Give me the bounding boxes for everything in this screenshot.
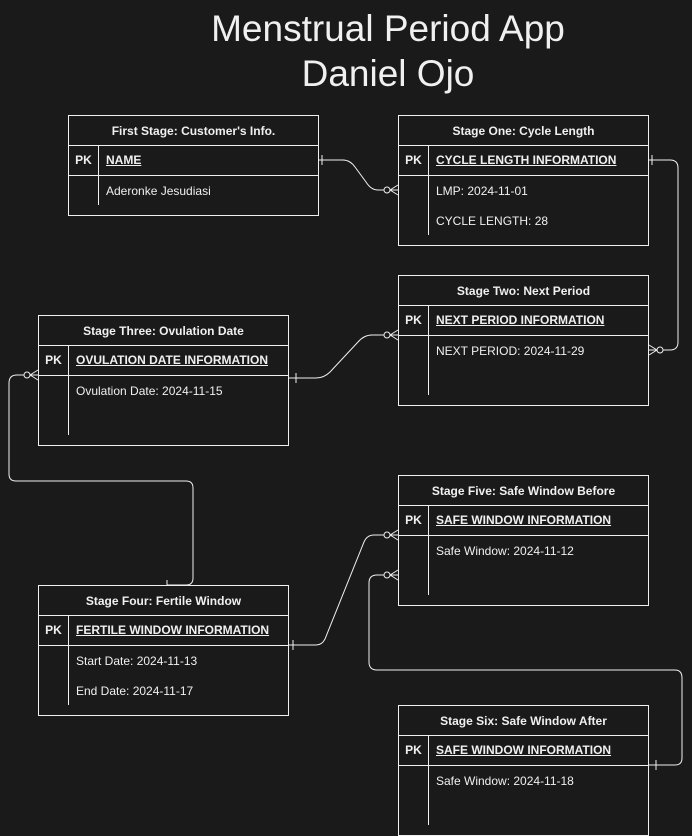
pk-field-name: SAFE WINDOW INFORMATION <box>436 513 612 527</box>
pk-field-name: OVULATION DATE INFORMATION <box>76 353 268 367</box>
pk-label: PK <box>399 506 429 535</box>
link-stage-three-stage-two-crow-foot <box>389 329 399 341</box>
entity-header: Stage Five: Safe Window Before <box>399 476 648 506</box>
attribute-safe-window: Safe Window: 2024-11-18 <box>436 774 574 788</box>
entity-primary-key-row: PK NEXT PERIOD INFORMATION <box>399 306 648 336</box>
link-customer-stage-one <box>318 159 398 191</box>
entity-stage-four-fertile-window[interactable]: Stage Four: Fertile Window PK FERTILE WI… <box>38 585 289 716</box>
link-stage-three-stage-two <box>288 334 398 379</box>
entity-stage-three-ovulation-date[interactable]: Stage Three: Ovulation Date PK OVULATION… <box>38 315 289 446</box>
diagram-title: Menstrual Period App Daniel Ojo <box>0 6 692 96</box>
attribute-start-date: Start Date: 2024-11-13 <box>76 654 198 668</box>
entity-header: First Stage: Customer's Info. <box>69 116 318 146</box>
entity-stage-one-cycle-length[interactable]: Stage One: Cycle Length PK CYCLE LENGTH … <box>398 115 649 246</box>
entity-customer-info[interactable]: First Stage: Customer's Info. PK NAME Ad… <box>68 115 319 216</box>
attribute-ovulation-date: Ovulation Date: 2024-11-15 <box>76 384 223 398</box>
attribute-next-period: NEXT PERIOD: 2024-11-29 <box>436 344 585 358</box>
link-stage-four-stage-three <box>8 374 194 586</box>
entity-attributes: Safe Window: 2024-11-18 <box>399 766 648 825</box>
link-stage-one-stage-two-crow-foot <box>648 344 658 356</box>
link-stage-four-stage-three-crow-foot <box>29 369 39 381</box>
pk-label: PK <box>399 146 429 175</box>
entity-attributes: Start Date: 2024-11-13 End Date: 2024-11… <box>39 646 288 706</box>
attribute-end-date: End Date: 2024-11-17 <box>76 684 194 698</box>
entity-primary-key-row: PK SAFE WINDOW INFORMATION <box>399 506 648 536</box>
entity-header: Stage Four: Fertile Window <box>39 586 288 616</box>
entity-header: Stage Six: Safe Window After <box>399 706 648 736</box>
title-author: Daniel Ojo <box>301 53 475 94</box>
entity-attributes: LMP: 2024-11-01 CYCLE LENGTH: 28 <box>399 176 648 236</box>
pk-label: PK <box>399 306 429 335</box>
link-stage-one-stage-two <box>648 159 679 351</box>
link-stage-six-stage-five-crow-foot <box>389 569 399 581</box>
entity-header: Stage Three: Ovulation Date <box>39 316 288 346</box>
link-stage-three-stage-two-zero-mark <box>383 331 391 339</box>
entity-attributes: Ovulation Date: 2024-11-15 <box>39 376 288 435</box>
entity-primary-key-row: PK SAFE WINDOW INFORMATION <box>399 736 648 766</box>
pk-field-name: NEXT PERIOD INFORMATION <box>436 313 605 327</box>
attribute-safe-window: Safe Window: 2024-11-12 <box>436 544 574 558</box>
pk-label: PK <box>69 146 99 175</box>
entity-primary-key-row: PK FERTILE WINDOW INFORMATION <box>39 616 288 646</box>
pk-field-name: FERTILE WINDOW INFORMATION <box>76 623 270 637</box>
attribute-cycle-length: CYCLE LENGTH: 28 <box>436 214 549 228</box>
link-stage-four-stage-three-zero-mark <box>23 371 31 379</box>
entity-primary-key-row: PK OVULATION DATE INFORMATION <box>39 346 288 376</box>
link-stage-six-stage-five <box>368 574 683 766</box>
link-customer-stage-one-zero-mark <box>383 186 391 194</box>
pk-label: PK <box>39 346 69 375</box>
pk-field-name: SAFE WINDOW INFORMATION <box>436 743 612 757</box>
entity-primary-key-row: PK CYCLE LENGTH INFORMATION <box>399 146 648 176</box>
pk-field-name: CYCLE LENGTH INFORMATION <box>436 153 617 167</box>
attribute-lmp: LMP: 2024-11-01 <box>436 184 528 198</box>
entity-header: Stage One: Cycle Length <box>399 116 648 146</box>
pk-field-name: NAME <box>106 153 142 167</box>
pk-label: PK <box>39 616 69 645</box>
link-stage-four-stage-five-zero-mark <box>383 531 391 539</box>
attribute-customer-name: Aderonke Jesudiasi <box>106 184 211 198</box>
entity-attributes: Safe Window: 2024-11-12 <box>399 536 648 595</box>
link-customer-stage-one-crow-foot <box>389 184 399 196</box>
link-stage-four-stage-five-crow-foot <box>389 529 399 541</box>
title-app-name: Menstrual Period App <box>211 8 565 49</box>
entity-stage-six-safe-window-after[interactable]: Stage Six: Safe Window After PK SAFE WIN… <box>398 705 649 836</box>
pk-label: PK <box>399 736 429 765</box>
entity-attributes: Aderonke Jesudiasi <box>69 176 318 206</box>
entity-primary-key-row: PK NAME <box>69 146 318 176</box>
link-stage-one-stage-two-zero-mark <box>656 346 664 354</box>
link-stage-four-stage-five <box>288 534 398 646</box>
entity-attributes: NEXT PERIOD: 2024-11-29 <box>399 336 648 395</box>
entity-stage-two-next-period[interactable]: Stage Two: Next Period PK NEXT PERIOD IN… <box>398 275 649 406</box>
link-stage-six-stage-five-zero-mark <box>383 571 391 579</box>
entity-stage-five-safe-window-before[interactable]: Stage Five: Safe Window Before PK SAFE W… <box>398 475 649 606</box>
entity-header: Stage Two: Next Period <box>399 276 648 306</box>
